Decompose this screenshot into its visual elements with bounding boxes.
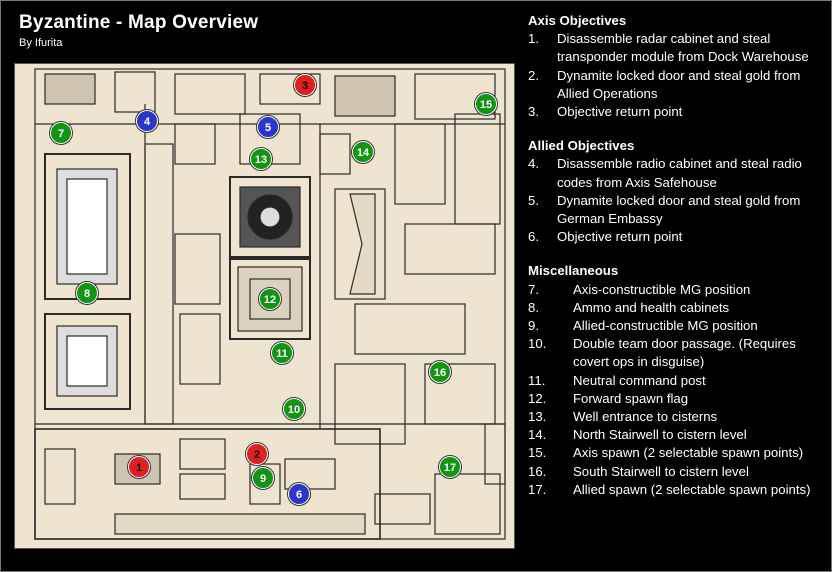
legend-item-text: North Stairwell to cistern level [573,427,747,443]
legend-item-text: Well entrance to cisterns [573,409,718,425]
legend-item: 2. Dynamite locked door and steal gold fr… [528,67,828,103]
marker-2: 2 [246,443,268,465]
legend-item-number: 7. [528,281,539,297]
legend-item-text: Neutral command post [573,372,706,388]
legend-item-number: 1. [528,31,539,47]
legend-item-number: 16. [528,463,547,479]
miscellaneous-section: Miscellaneous 7. Axis-constructible MG po… [528,262,828,499]
legend-item-number: 17. [528,481,547,497]
allied-objectives-heading: Allied Objectives [528,138,635,154]
marker-13: 13 [250,148,272,170]
legend-item-text: Dynamite locked door and steal gold from… [557,67,801,101]
legend-item: 12. Forward spawn flag [528,390,828,408]
legend-item-number: 14. [528,427,547,443]
marker-5: 5 [257,116,279,138]
legend-item: 17. Allied spawn (2 selectable spawn poin… [528,481,828,499]
axis-objectives-heading: Axis Objectives [528,13,627,28]
legend-item-text: South Stairwell to cistern level [573,463,749,479]
legend-item: 16. South Stairwell to cistern level [528,463,828,481]
legend-item-number: 12. [528,390,547,406]
marker-12: 12 [259,288,281,310]
legend-item: 13. Well entrance to cisterns [528,408,828,426]
legend-item-text: Axis-constructible MG position [573,281,751,297]
legend-item-number: 5. [528,192,539,208]
legend-item: 11. Neutral command post [528,372,828,390]
legend-item-number: 2. [528,67,539,83]
legend-item-text: Axis spawn (2 selectable spawn points) [573,445,804,461]
legend-item: 3. Objective return point [528,103,828,121]
legend-item: 1. Disassemble radar cabinet and steal tr… [528,30,828,66]
marker-6: 6 [288,483,310,505]
legend-item: 4. Disassemble radio cabinet and steal ra… [528,155,828,191]
legend-item: 7. Axis-constructible MG position [528,281,828,299]
legend-item-text: Allied-constructible MG position [573,318,758,334]
marker-1: 1 [128,456,150,478]
legend-item-number: 4. [528,156,539,172]
miscellaneous-heading: Miscellaneous [528,263,619,279]
map-floorplan [34,68,506,540]
legend-item: 8. Ammo and health cabinets [528,299,828,317]
legend-item-text: Objective return point [557,104,683,120]
marker-4: 4 [136,110,158,132]
legend-item-text: Disassemble radio cabinet and steal radi… [557,156,802,190]
marker-3: 3 [294,74,316,96]
allied-objectives-section: Allied Objectives 4. Disassemble radio ca… [528,137,828,246]
page-title: Byzantine - Map Overview [19,12,259,33]
legend-item-number: 13. [528,409,547,425]
legend-item: 15. Axis spawn (2 selectable spawn points… [528,444,828,462]
legend-item-text: Allied spawn (2 selectable spawn points) [573,481,811,497]
legend-item: 14. North Stairwell to cistern level [528,426,828,444]
marker-15: 15 [475,93,497,115]
legend-item-number: 9. [528,318,539,334]
map-area: 1 2 3 4 5 6 7 8 9 10 11 12 13 14 15 16 1… [14,63,515,549]
miscellaneous-list: 7. Axis-constructible MG position 8. Ammo a… [528,281,828,499]
legend-panel: Axis Objectives 1. Disassemble radar cabi… [528,12,828,515]
legend-item: 10. Double team door passage. (Requires c… [528,335,828,371]
legend-item: 5. Dynamite locked door and steal gold fr… [528,192,828,228]
legend-item-text: Double team door passage. (Requires cove… [573,336,796,370]
legend-item: 6. Objective return point [528,228,828,246]
legend-item-number: 8. [528,299,539,315]
legend-item-text: Ammo and health cabinets [573,299,730,315]
legend-item-text: Dynamite locked door and steal gold from… [557,192,801,227]
legend-item: 9. Allied-constructible MG position [528,317,828,335]
marker-9: 9 [252,467,274,489]
allied-objectives-list: 4. Disassemble radio cabinet and steal ra… [528,155,828,246]
legend-item-number: 3. [528,104,539,120]
legend-item-text: Disassemble radar cabinet and steal tran… [557,31,809,65]
legend-item-text: Objective return point [557,229,683,245]
axis-objectives-list: 1. Disassemble radar cabinet and steal tr… [528,30,828,121]
marker-7: 7 [50,122,72,144]
legend-item-number: 15. [528,445,547,461]
legend-item-number: 10. [528,336,547,352]
legend-item-number: 11. [528,372,546,388]
marker-8: 8 [76,282,98,304]
legend-item-text: Forward spawn flag [573,390,689,406]
legend-item-number: 6. [528,229,539,245]
marker-11: 11 [271,342,293,364]
marker-17: 17 [439,456,461,478]
author-credit: By Ifurita [19,37,63,49]
axis-objectives-section: Axis Objectives 1. Disassemble radar cabi… [528,12,828,121]
marker-16: 16 [429,361,451,383]
marker-10: 10 [283,398,305,420]
marker-14: 14 [352,141,374,163]
